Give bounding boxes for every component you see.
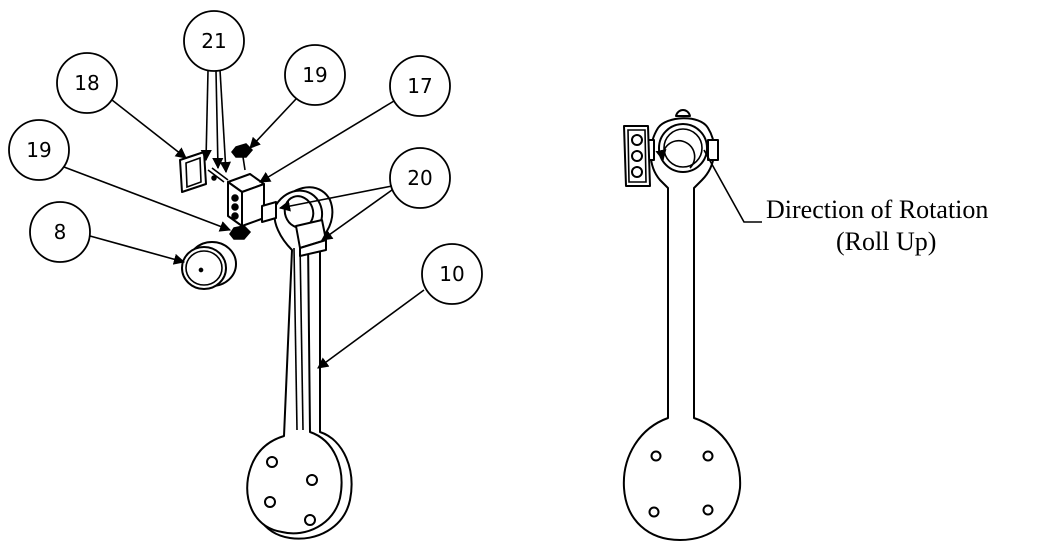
balloon-19-top: 19 xyxy=(284,44,346,106)
plate-part-18 xyxy=(179,151,229,193)
bolt-hole xyxy=(702,504,714,516)
svg-text:17: 17 xyxy=(407,74,432,98)
balloon-10: 10 xyxy=(421,243,483,305)
svg-text:10: 10 xyxy=(439,262,464,286)
crank-arm-part-10 xyxy=(246,186,353,540)
svg-text:19: 19 xyxy=(26,138,51,162)
balloon-18: 18 xyxy=(56,52,118,114)
assembled-switch-block xyxy=(623,125,651,187)
svg-text:21: 21 xyxy=(201,29,226,53)
svg-text:8: 8 xyxy=(54,220,67,244)
caption-direction: Direction of Rotation xyxy=(766,195,988,224)
nut-part-19-top xyxy=(231,143,254,171)
svg-text:18: 18 xyxy=(74,71,99,95)
leader-lines xyxy=(63,69,425,369)
balloon-21: 21 xyxy=(183,10,245,72)
caption-roll-up: (Roll Up) xyxy=(836,227,936,256)
bolt-hole xyxy=(648,506,660,518)
bolt-hole xyxy=(650,450,662,462)
balloon-8: 8 xyxy=(29,201,91,263)
rotation-arrow-icon xyxy=(655,139,696,169)
balloon-20: 20 xyxy=(389,147,451,209)
switch-block-part-17 xyxy=(227,173,277,227)
assembled-view: Direction of Rotation (Roll Up) xyxy=(622,109,988,541)
cap-part-8 xyxy=(181,241,237,290)
balloon-17: 17 xyxy=(389,55,451,117)
svg-text:20: 20 xyxy=(407,166,432,190)
exploded-view: 21 18 19 17 19 20 8 10 xyxy=(8,10,483,540)
svg-text:19: 19 xyxy=(302,63,327,87)
balloon-19-left: 19 xyxy=(8,119,70,181)
nut-part-19-bottom xyxy=(229,225,252,240)
bolt-hole xyxy=(702,450,714,462)
